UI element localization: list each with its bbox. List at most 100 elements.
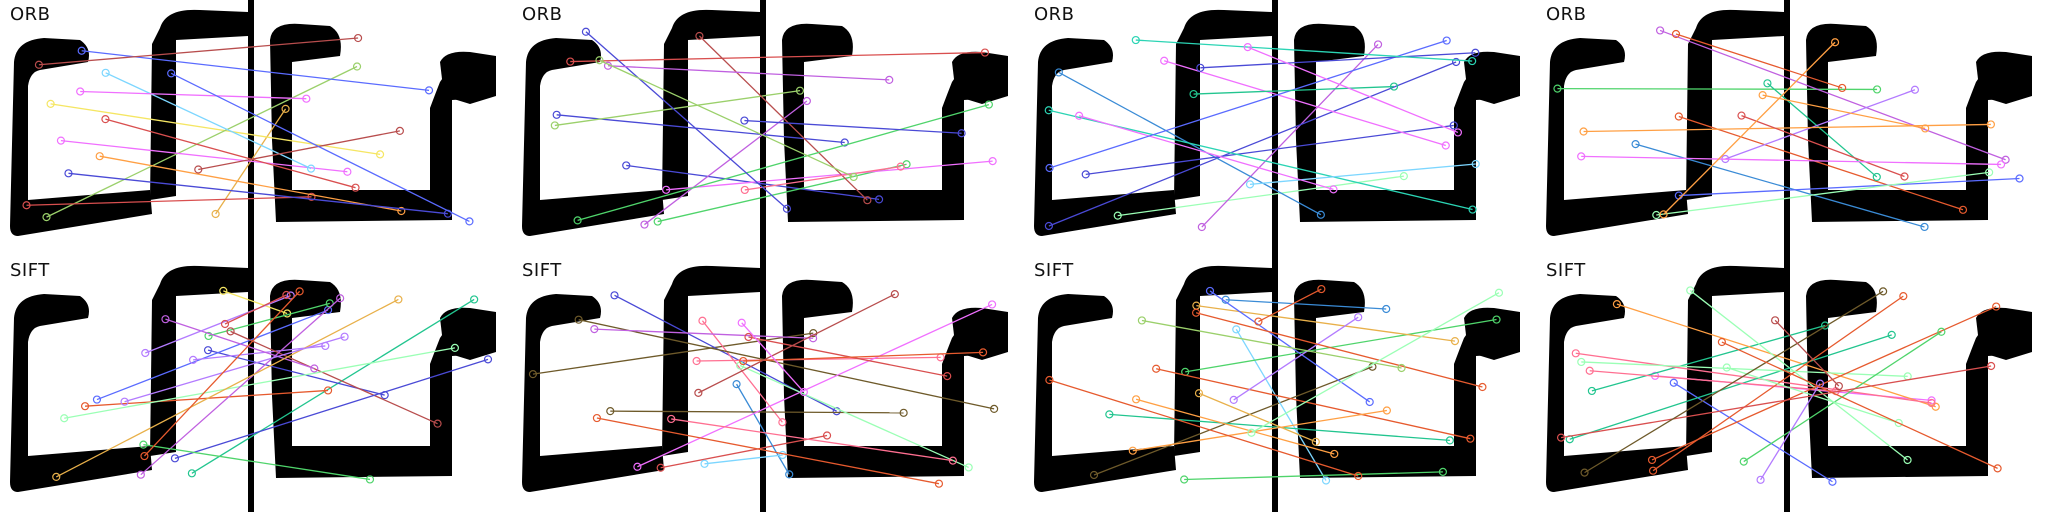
match-line — [1198, 392, 1317, 443]
object-right-container — [1806, 279, 2028, 478]
match-line — [741, 322, 805, 393]
keypoint-circle — [984, 100, 993, 109]
keypoint-circle — [1722, 363, 1731, 372]
match-line — [124, 336, 345, 403]
keypoint-circle — [1044, 221, 1053, 231]
keypoint-circle — [610, 291, 619, 300]
match-line — [1247, 46, 1459, 134]
match-line — [143, 444, 371, 481]
match-line — [50, 103, 381, 156]
right-object — [1294, 23, 1520, 222]
keypoint-circle — [622, 161, 631, 170]
keypoint-circle — [785, 470, 794, 479]
method-label: ORB — [1034, 4, 1075, 25]
keypoint-circle — [1160, 56, 1169, 65]
matching-scene — [512, 0, 1024, 256]
object-center-post — [150, 265, 251, 456]
keypoint-circle — [1317, 284, 1326, 294]
keypoint-circle — [483, 355, 493, 364]
method-label: SIFT — [10, 260, 50, 281]
matching-scene — [1536, 256, 2048, 512]
keypoint-circle — [1382, 406, 1391, 415]
match-lines — [1044, 35, 1480, 232]
object-right-tab — [1976, 307, 2032, 360]
match-line — [1663, 41, 1836, 215]
keypoint-circle — [1128, 446, 1137, 455]
keypoint-circle — [302, 94, 311, 103]
keypoint-circle — [1075, 111, 1084, 120]
keypoint-circle — [161, 315, 170, 324]
keypoint-circle — [343, 167, 352, 176]
match-line — [1201, 43, 1379, 228]
keypoint-circle — [739, 356, 748, 366]
keypoint-circle — [170, 454, 180, 463]
keypoint-circle — [219, 286, 228, 295]
match-line — [208, 302, 330, 337]
keypoint-circle — [1311, 437, 1320, 446]
keypoint-circle — [566, 57, 575, 66]
keypoint-circle — [220, 319, 230, 329]
keypoint-circle — [211, 209, 220, 219]
right-object — [782, 279, 1008, 478]
keypoint-circle — [365, 475, 375, 484]
keypoint-circle — [136, 470, 145, 479]
keypoint-circle — [1399, 172, 1408, 181]
match-line — [1673, 382, 1833, 483]
match-line — [1762, 94, 1926, 130]
keypoint-circle — [1382, 304, 1391, 314]
method-label: ORB — [10, 4, 51, 25]
object-center-post — [662, 9, 763, 201]
keypoint-circle — [980, 48, 990, 57]
keypoint-circle — [1105, 410, 1114, 419]
keypoint-circle — [1468, 205, 1477, 214]
match-line — [743, 351, 984, 362]
keypoint-circle — [470, 295, 479, 304]
match-line — [198, 130, 400, 171]
keypoint-circle — [1442, 36, 1451, 45]
object-center-post — [1174, 9, 1275, 201]
keypoint-circle — [1927, 396, 1936, 405]
keypoint-circle — [698, 316, 707, 325]
object-right-tab — [1464, 307, 1520, 360]
keypoint-circle — [948, 456, 957, 465]
keypoint-circle — [1669, 378, 1678, 387]
keypoint-circle — [226, 327, 235, 336]
object-center-post — [662, 265, 763, 456]
matching-scene — [0, 0, 512, 256]
sift-panel-1: SIFT — [0, 256, 512, 512]
keypoint-circle — [56, 136, 66, 145]
match-line — [698, 35, 868, 201]
match-line — [1132, 409, 1387, 452]
match-lines — [52, 286, 493, 484]
keypoint-circle — [653, 217, 662, 226]
match-lines — [1045, 284, 1504, 485]
match-line — [554, 90, 801, 127]
keypoint-circle — [1316, 210, 1325, 219]
matching-scene — [0, 256, 512, 512]
keypoint-circle — [592, 413, 602, 423]
matching-scene — [1536, 0, 2048, 256]
object-right-container — [1294, 279, 1516, 478]
keypoint-circle — [141, 348, 150, 358]
keypoint-circle — [1044, 106, 1053, 115]
keypoint-circle — [203, 346, 213, 355]
keypoint-circle — [450, 343, 460, 352]
keypoint-circle — [340, 332, 349, 341]
keypoint-circle — [874, 195, 884, 204]
keypoint-circle — [885, 75, 894, 84]
keypoint-circle — [1758, 90, 1767, 100]
keypoint-circle — [101, 115, 110, 124]
match-line — [644, 100, 808, 226]
keypoint-circle — [1553, 84, 1562, 93]
object-right-tab — [1976, 51, 2032, 104]
match-line — [191, 298, 475, 474]
match-line — [1678, 115, 1964, 211]
keypoint-circle — [1996, 160, 2006, 169]
match-line — [748, 336, 948, 377]
match-lines — [1556, 286, 2002, 486]
keypoint-circle — [1365, 397, 1374, 407]
keypoint-circle — [934, 479, 944, 488]
keypoint-circle — [1494, 288, 1504, 297]
object-center-post — [1686, 9, 1787, 201]
